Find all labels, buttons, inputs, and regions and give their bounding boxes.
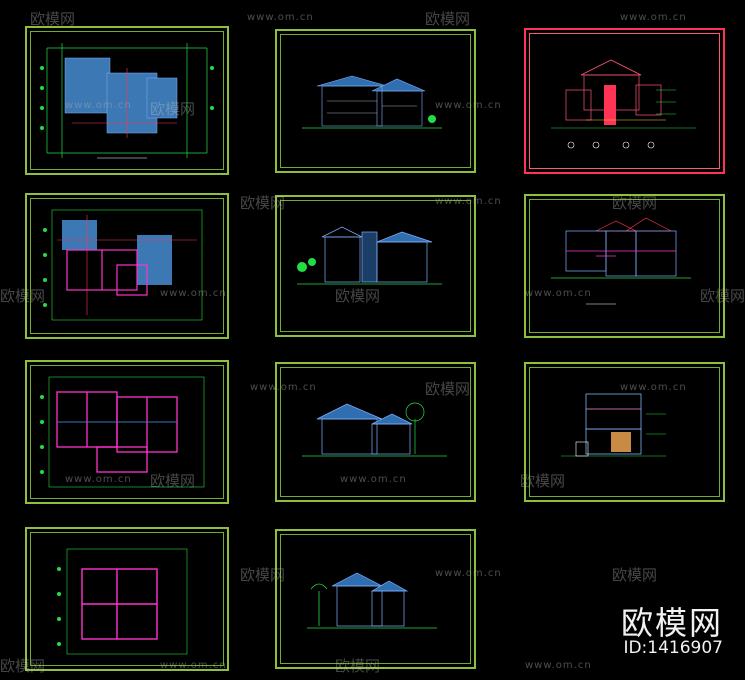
sheet-elevation-rear[interactable] <box>275 362 476 502</box>
sheet-elevation-front[interactable] <box>275 29 476 173</box>
brand-id-label: ID:1416907 <box>623 638 723 658</box>
elevation-rear-drawing <box>302 402 447 457</box>
floor-plan-3-drawing <box>57 548 188 655</box>
sheet-floor-plan-3[interactable] <box>25 527 229 671</box>
section-a-drawing <box>551 59 696 149</box>
sheet-section-b[interactable] <box>524 194 725 338</box>
sheet-section-a[interactable] <box>524 28 725 174</box>
watermark-url: www.om.cn <box>525 660 592 671</box>
sheet-elevation-side[interactable] <box>275 195 476 337</box>
elevation-side-drawing <box>297 226 442 285</box>
sheet-roof-plan[interactable] <box>25 26 229 175</box>
elevation-front-drawing <box>302 75 442 129</box>
floor-plan-2-drawing <box>40 376 205 488</box>
roof-plan-drawing <box>40 43 214 159</box>
watermark-logo: 欧模网 <box>425 10 471 28</box>
section-c-drawing <box>561 393 666 457</box>
elevation-perspective-drawing <box>307 572 437 629</box>
watermark-url: www.om.cn <box>247 12 314 23</box>
sheet-elevation-perspective[interactable] <box>275 529 476 669</box>
brand-name: 欧模网 <box>620 604 723 642</box>
watermark-url: www.om.cn <box>620 12 687 23</box>
section-b-drawing <box>551 217 691 305</box>
sheet-floor-plan-1[interactable] <box>25 193 229 339</box>
watermark-logo: 欧模网 <box>612 566 658 584</box>
sheet-floor-plan-2[interactable] <box>25 360 229 504</box>
sheet-section-c[interactable] <box>524 362 725 502</box>
floor-plan-1-drawing <box>43 209 203 321</box>
